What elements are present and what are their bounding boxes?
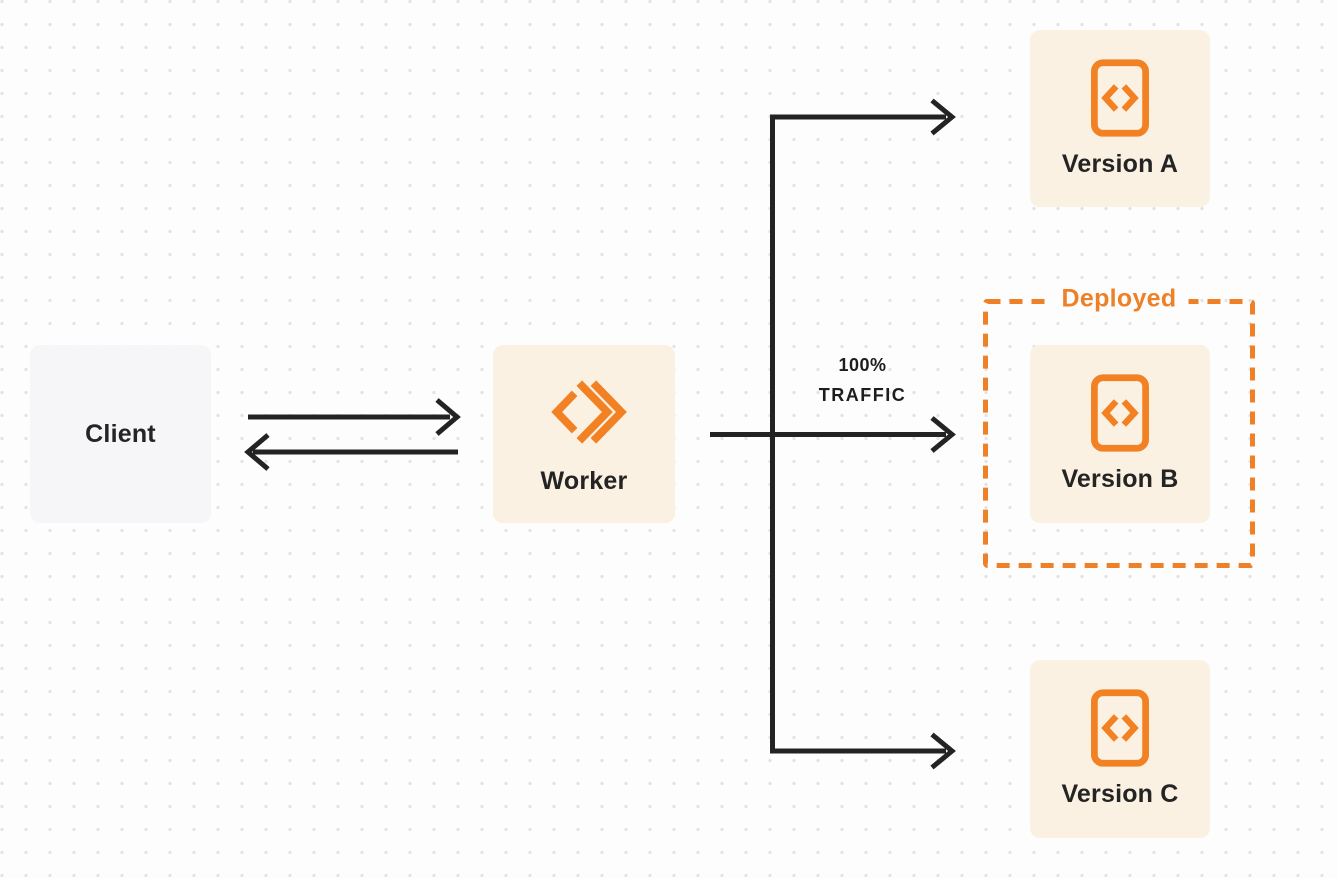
version-c-node: Version C [1030,660,1210,838]
version-a-label: Version A [1061,149,1179,178]
client-label: Client [85,419,156,448]
worker-label: Worker [540,466,628,495]
traffic-percent-text: 100% [838,355,887,375]
version-a-node: Version A [1030,30,1210,207]
split-to-version-a-arrow [770,98,956,136]
version-c-label: Version C [1061,780,1179,808]
client-to-worker-arrow [248,398,461,436]
traffic-word-text: TRAFFIC [818,385,907,405]
cloudflare-workers-icon [551,379,627,444]
worker-node: Worker [493,345,675,523]
traffic-percentage-label: 100% TRAFFIC [795,350,930,410]
version-b-label: Version B [1061,465,1179,493]
code-document-icon [1091,689,1149,767]
code-document-icon [1091,374,1149,452]
worker-to-client-arrow [244,433,458,471]
deployed-dashed-border [983,299,1255,568]
version-b-node: Version B [1030,345,1210,523]
split-to-version-c-arrow [770,732,956,770]
code-document-icon [1091,58,1149,137]
worker-to-version-b-arrow [710,416,956,453]
deployed-label: Deployed [1049,284,1189,314]
deployed-region: Deployed [983,284,1255,568]
client-node: Client [30,345,211,523]
